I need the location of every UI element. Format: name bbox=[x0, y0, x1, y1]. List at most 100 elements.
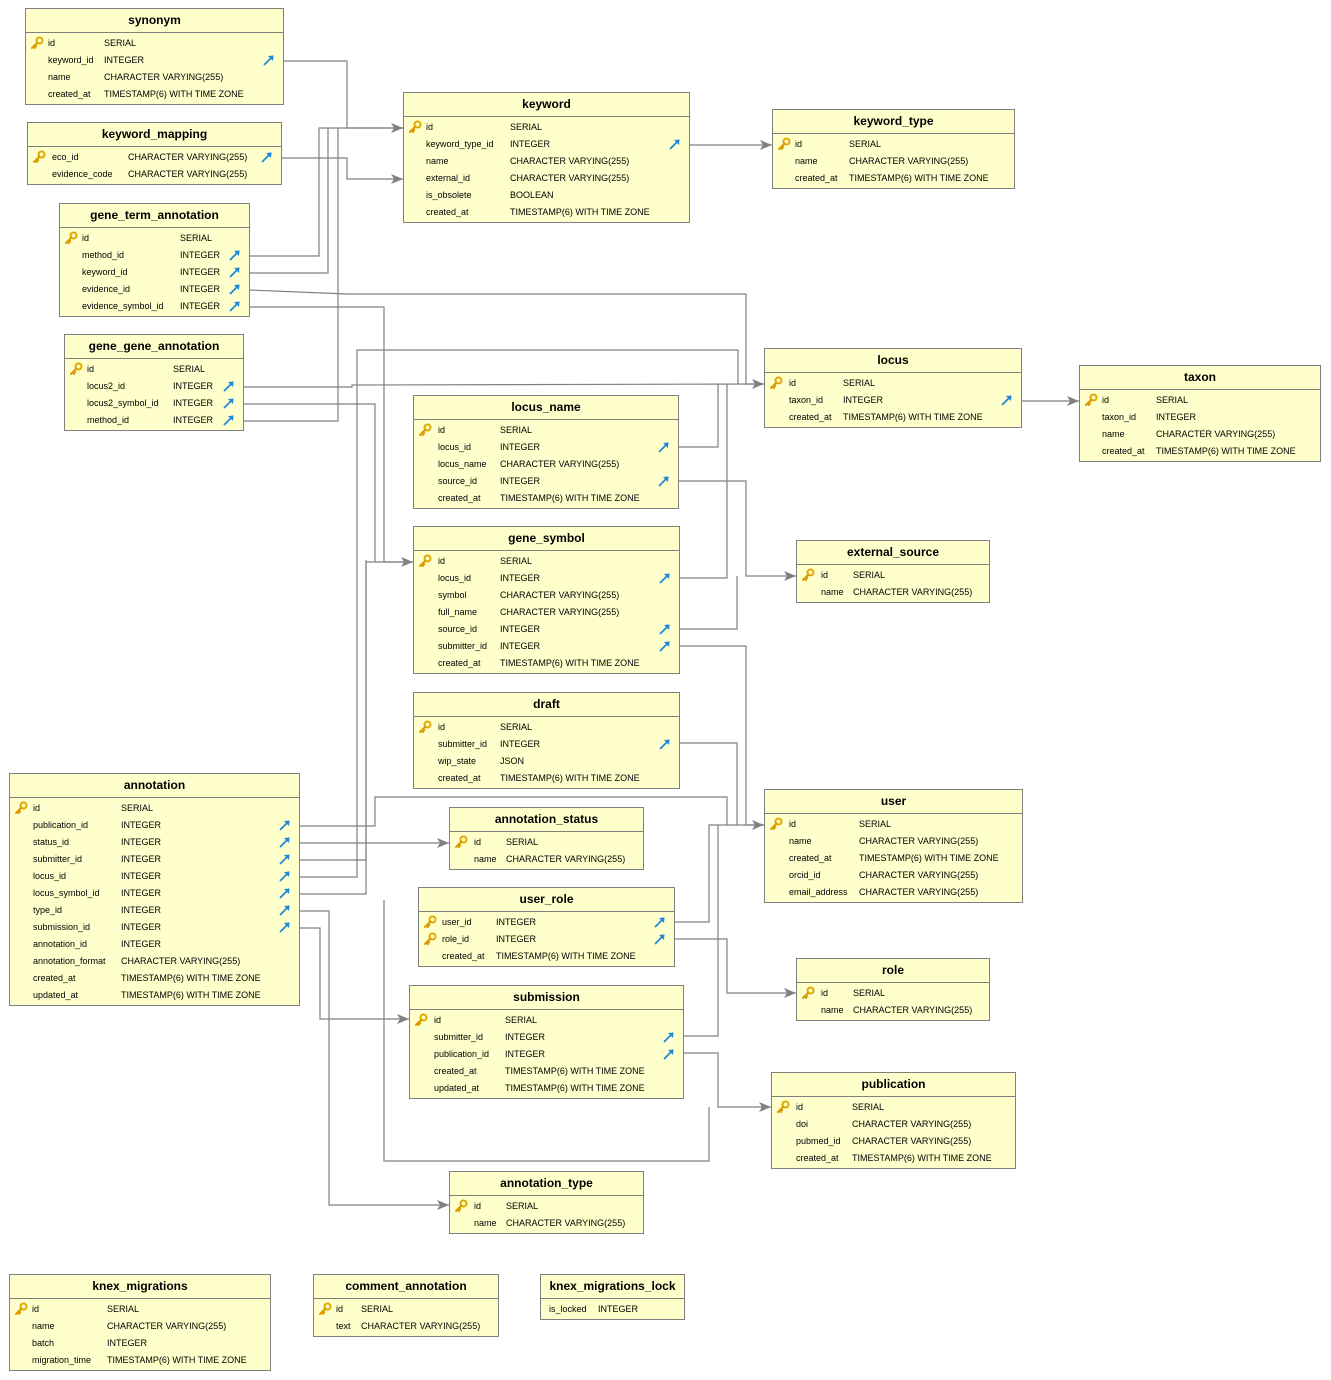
table-annotation-status[interactable]: annotation_statusidSERIALnameCHARACTER V… bbox=[449, 807, 644, 870]
column-row[interactable]: created_atTIMESTAMP(6) WITH TIME ZONE bbox=[1080, 443, 1320, 460]
column-row[interactable]: keyword_idINTEGER bbox=[26, 52, 283, 69]
column-row[interactable]: nameCHARACTER VARYING(255) bbox=[797, 1002, 989, 1019]
column-row[interactable]: submitter_idINTEGER bbox=[414, 736, 679, 753]
table-annotation[interactable]: annotationidSERIALpublication_idINTEGERs… bbox=[9, 773, 300, 1006]
column-row[interactable]: created_atTIMESTAMP(6) WITH TIME ZONE bbox=[410, 1063, 683, 1080]
column-row[interactable]: user_idINTEGER bbox=[419, 914, 674, 931]
column-row[interactable]: external_idCHARACTER VARYING(255) bbox=[404, 170, 689, 187]
column-row[interactable]: publication_idINTEGER bbox=[410, 1046, 683, 1063]
column-row[interactable]: locus_idINTEGER bbox=[414, 439, 678, 456]
column-row[interactable]: locus2_symbol_idINTEGER bbox=[65, 395, 243, 412]
table-publication[interactable]: publicationidSERIALdoiCHARACTER VARYING(… bbox=[771, 1072, 1016, 1169]
column-row[interactable]: submitter_idINTEGER bbox=[414, 638, 679, 655]
table-role[interactable]: roleidSERIALnameCHARACTER VARYING(255) bbox=[796, 958, 990, 1021]
column-row[interactable]: migration_timeTIMESTAMP(6) WITH TIME ZON… bbox=[10, 1352, 270, 1369]
column-row[interactable]: idSERIAL bbox=[797, 567, 989, 584]
column-row[interactable]: locus_nameCHARACTER VARYING(255) bbox=[414, 456, 678, 473]
column-row[interactable]: nameCHARACTER VARYING(255) bbox=[450, 1215, 643, 1232]
column-row[interactable]: nameCHARACTER VARYING(255) bbox=[773, 153, 1014, 170]
column-row[interactable]: type_idINTEGER bbox=[10, 902, 299, 919]
column-row[interactable]: idSERIAL bbox=[60, 230, 249, 247]
column-row[interactable]: full_nameCHARACTER VARYING(255) bbox=[414, 604, 679, 621]
column-row[interactable]: locus_symbol_idINTEGER bbox=[10, 885, 299, 902]
column-row[interactable]: idSERIAL bbox=[414, 719, 679, 736]
column-row[interactable]: nameCHARACTER VARYING(255) bbox=[1080, 426, 1320, 443]
table-comment-annotation[interactable]: comment_annotationidSERIALtextCHARACTER … bbox=[313, 1274, 499, 1337]
table-gene-term-annotation[interactable]: gene_term_annotationidSERIALmethod_idINT… bbox=[59, 203, 250, 317]
column-row[interactable]: created_atTIMESTAMP(6) WITH TIME ZONE bbox=[10, 970, 299, 987]
column-row[interactable]: locus2_idINTEGER bbox=[65, 378, 243, 395]
column-row[interactable]: nameCHARACTER VARYING(255) bbox=[26, 69, 283, 86]
column-row[interactable]: created_atTIMESTAMP(6) WITH TIME ZONE bbox=[404, 204, 689, 221]
column-row[interactable]: locus_idINTEGER bbox=[10, 868, 299, 885]
column-row[interactable]: submitter_idINTEGER bbox=[410, 1029, 683, 1046]
table-keyword-type[interactable]: keyword_typeidSERIALnameCHARACTER VARYIN… bbox=[772, 109, 1015, 189]
column-row[interactable]: role_idINTEGER bbox=[419, 931, 674, 948]
column-row[interactable]: keyword_idINTEGER bbox=[60, 264, 249, 281]
column-row[interactable]: evidence_idINTEGER bbox=[60, 281, 249, 298]
column-row[interactable]: nameCHARACTER VARYING(255) bbox=[450, 851, 643, 868]
column-row[interactable]: doiCHARACTER VARYING(255) bbox=[772, 1116, 1015, 1133]
column-row[interactable]: idSERIAL bbox=[772, 1099, 1015, 1116]
column-row[interactable]: nameCHARACTER VARYING(255) bbox=[765, 833, 1022, 850]
table-taxon[interactable]: taxonidSERIALtaxon_idINTEGERnameCHARACTE… bbox=[1079, 365, 1321, 462]
column-row[interactable]: email_addressCHARACTER VARYING(255) bbox=[765, 884, 1022, 901]
column-row[interactable]: eco_idCHARACTER VARYING(255) bbox=[28, 149, 281, 166]
column-row[interactable]: is_lockedINTEGER bbox=[541, 1301, 684, 1318]
column-row[interactable]: idSERIAL bbox=[10, 1301, 270, 1318]
column-row[interactable]: method_idINTEGER bbox=[60, 247, 249, 264]
column-row[interactable]: pubmed_idCHARACTER VARYING(255) bbox=[772, 1133, 1015, 1150]
column-row[interactable]: created_atTIMESTAMP(6) WITH TIME ZONE bbox=[414, 655, 679, 672]
table-keyword[interactable]: keywordidSERIALkeyword_type_idINTEGERnam… bbox=[403, 92, 690, 223]
column-row[interactable]: idSERIAL bbox=[765, 375, 1021, 392]
column-row[interactable]: created_atTIMESTAMP(6) WITH TIME ZONE bbox=[26, 86, 283, 103]
column-row[interactable]: method_idINTEGER bbox=[65, 412, 243, 429]
table-user[interactable]: useridSERIALnameCHARACTER VARYING(255)cr… bbox=[764, 789, 1023, 903]
column-row[interactable]: created_atTIMESTAMP(6) WITH TIME ZONE bbox=[765, 850, 1022, 867]
column-row[interactable]: created_atTIMESTAMP(6) WITH TIME ZONE bbox=[765, 409, 1021, 426]
column-row[interactable]: idSERIAL bbox=[410, 1012, 683, 1029]
column-row[interactable]: symbolCHARACTER VARYING(255) bbox=[414, 587, 679, 604]
table-knex-migrations[interactable]: knex_migrationsidSERIALnameCHARACTER VAR… bbox=[9, 1274, 271, 1371]
table-submission[interactable]: submissionidSERIALsubmitter_idINTEGERpub… bbox=[409, 985, 684, 1099]
column-row[interactable]: taxon_idINTEGER bbox=[1080, 409, 1320, 426]
column-row[interactable]: publication_idINTEGER bbox=[10, 817, 299, 834]
column-row[interactable]: textCHARACTER VARYING(255) bbox=[314, 1318, 498, 1335]
table-keyword-mapping[interactable]: keyword_mappingeco_idCHARACTER VARYING(2… bbox=[27, 122, 282, 185]
column-row[interactable]: updated_atTIMESTAMP(6) WITH TIME ZONE bbox=[10, 987, 299, 1004]
column-row[interactable]: idSERIAL bbox=[1080, 392, 1320, 409]
column-row[interactable]: nameCHARACTER VARYING(255) bbox=[404, 153, 689, 170]
table-gene-symbol[interactable]: gene_symbolidSERIALlocus_idINTEGERsymbol… bbox=[413, 526, 680, 674]
column-row[interactable]: created_atTIMESTAMP(6) WITH TIME ZONE bbox=[773, 170, 1014, 187]
column-row[interactable]: idSERIAL bbox=[10, 800, 299, 817]
column-row[interactable]: nameCHARACTER VARYING(255) bbox=[10, 1318, 270, 1335]
table-locus[interactable]: locusidSERIALtaxon_idINTEGERcreated_atTI… bbox=[764, 348, 1022, 428]
column-row[interactable]: taxon_idINTEGER bbox=[765, 392, 1021, 409]
table-draft[interactable]: draftidSERIALsubmitter_idINTEGERwip_stat… bbox=[413, 692, 680, 789]
column-row[interactable]: orcid_idCHARACTER VARYING(255) bbox=[765, 867, 1022, 884]
column-row[interactable]: idSERIAL bbox=[414, 553, 679, 570]
column-row[interactable]: annotation_formatCHARACTER VARYING(255) bbox=[10, 953, 299, 970]
column-row[interactable]: nameCHARACTER VARYING(255) bbox=[797, 584, 989, 601]
column-row[interactable]: idSERIAL bbox=[414, 422, 678, 439]
column-row[interactable]: idSERIAL bbox=[797, 985, 989, 1002]
table-knex-migrations-lock[interactable]: knex_migrations_lockis_lockedINTEGER bbox=[540, 1274, 685, 1320]
column-row[interactable]: evidence_codeCHARACTER VARYING(255) bbox=[28, 166, 281, 183]
table-external-source[interactable]: external_sourceidSERIALnameCHARACTER VAR… bbox=[796, 540, 990, 603]
column-row[interactable]: idSERIAL bbox=[314, 1301, 498, 1318]
column-row[interactable]: idSERIAL bbox=[450, 834, 643, 851]
column-row[interactable]: created_atTIMESTAMP(6) WITH TIME ZONE bbox=[414, 770, 679, 787]
column-row[interactable]: submission_idINTEGER bbox=[10, 919, 299, 936]
column-row[interactable]: locus_idINTEGER bbox=[414, 570, 679, 587]
column-row[interactable]: created_atTIMESTAMP(6) WITH TIME ZONE bbox=[414, 490, 678, 507]
column-row[interactable]: idSERIAL bbox=[404, 119, 689, 136]
table-annotation-type[interactable]: annotation_typeidSERIALnameCHARACTER VAR… bbox=[449, 1171, 644, 1234]
column-row[interactable]: idSERIAL bbox=[26, 35, 283, 52]
column-row[interactable]: idSERIAL bbox=[765, 816, 1022, 833]
column-row[interactable]: evidence_symbol_idINTEGER bbox=[60, 298, 249, 315]
column-row[interactable]: created_atTIMESTAMP(6) WITH TIME ZONE bbox=[772, 1150, 1015, 1167]
table-locus-name[interactable]: locus_nameidSERIALlocus_idINTEGERlocus_n… bbox=[413, 395, 679, 509]
column-row[interactable]: created_atTIMESTAMP(6) WITH TIME ZONE bbox=[419, 948, 674, 965]
column-row[interactable]: keyword_type_idINTEGER bbox=[404, 136, 689, 153]
column-row[interactable]: idSERIAL bbox=[450, 1198, 643, 1215]
